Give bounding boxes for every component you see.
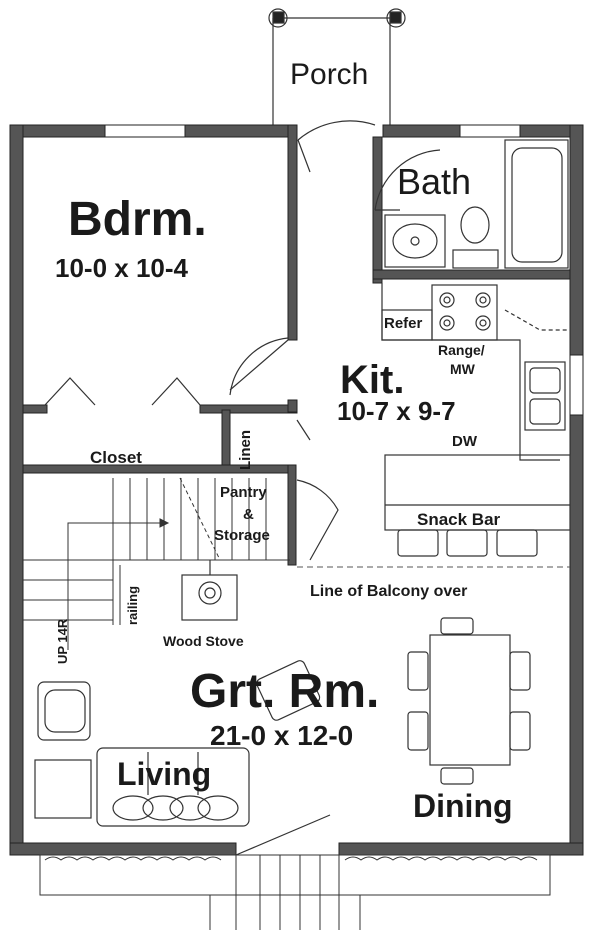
label-range-1: Range/ — [438, 342, 485, 358]
stairs — [23, 477, 290, 650]
room-name-living: Living — [117, 756, 212, 792]
dining-table — [429, 634, 511, 766]
toilet-tank — [452, 249, 499, 269]
window-bath — [459, 124, 521, 138]
porch-post-right — [389, 11, 402, 24]
room-dims-bedroom: 10-0 x 10-4 — [55, 253, 188, 283]
label-balcony: Line of Balcony over — [310, 583, 468, 600]
room-name-kitchen: Kit. — [340, 358, 405, 402]
label-pantry-2: & — [243, 506, 254, 523]
room-name-great-room: Grt. Rm. — [190, 665, 380, 718]
room-dims-great-room: 21-0 x 12-0 — [210, 720, 354, 751]
label-railing: railing — [125, 585, 140, 625]
living-furniture — [34, 660, 321, 827]
label-closet: Closet — [90, 448, 142, 467]
floor-chair — [256, 660, 321, 721]
porch — [268, 8, 406, 125]
window-bedroom — [104, 124, 186, 138]
doors — [44, 120, 441, 856]
room-name-porch: Porch — [290, 58, 369, 91]
room-name-bedroom: Bdrm. — [68, 193, 207, 246]
porch-post-left — [272, 11, 285, 24]
vanity — [384, 214, 446, 268]
sofa — [96, 747, 250, 827]
interior-walls — [22, 124, 571, 566]
room-name-dining: Dining — [413, 788, 513, 824]
label-refer: Refer — [384, 315, 423, 332]
label-dw: DW — [452, 433, 477, 450]
label-pantry-3: Storage — [214, 527, 270, 544]
label-pantry-1: Pantry — [220, 484, 267, 501]
range — [431, 284, 498, 341]
kitchen-sink — [524, 361, 566, 431]
room-name-bath: Bath — [397, 161, 472, 202]
window-kitchen — [569, 354, 584, 416]
dining-set — [407, 617, 531, 785]
end-table — [34, 759, 92, 819]
wood-stove — [181, 560, 238, 621]
room-dims-kitchen: 10-7 x 9-7 — [337, 396, 456, 426]
bath-fixtures — [384, 139, 569, 269]
label-range-2: MW — [450, 361, 475, 377]
bathtub — [504, 139, 569, 269]
front-deck — [39, 854, 551, 930]
toilet-bowl — [460, 206, 490, 244]
label-wood-stove: Wood Stove — [163, 633, 244, 649]
armchair — [37, 681, 91, 741]
label-linen: Linen — [237, 430, 254, 470]
label-snack-bar: Snack Bar — [417, 510, 501, 529]
sink — [392, 223, 438, 259]
label-stairs: UP 14R — [55, 618, 70, 664]
kitchen-fixtures — [381, 283, 571, 557]
